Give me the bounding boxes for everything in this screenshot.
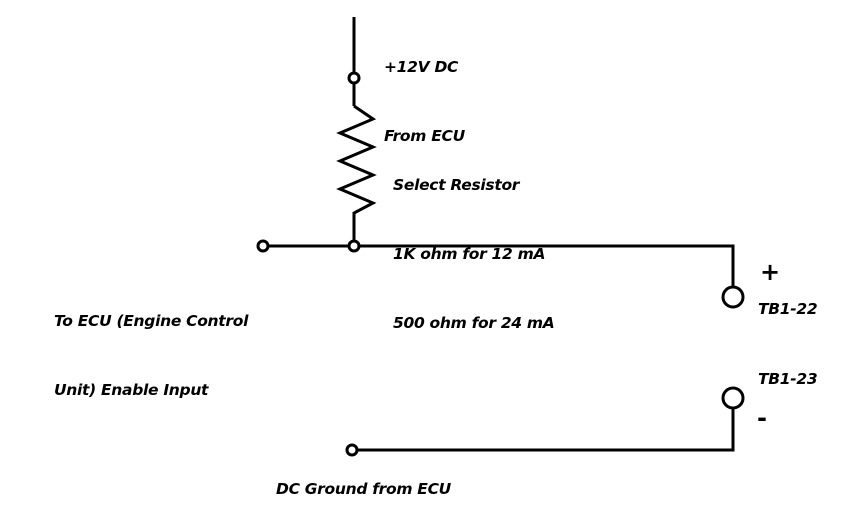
resistor-symbol xyxy=(336,104,377,241)
enable-input-label-line-1: To ECU (Engine Control xyxy=(54,312,249,330)
supply-label-line-2: From ECU xyxy=(384,127,465,145)
negative-sign: - xyxy=(757,404,767,432)
ground-label: DC Ground from ECU xyxy=(276,480,451,498)
resistor-label-line-1: Select Resistor xyxy=(393,176,520,194)
supply-node xyxy=(347,71,361,85)
terminal-tb1-22-label: TB1-22 xyxy=(758,300,818,318)
enable-input-node xyxy=(256,239,270,253)
positive-output-wire xyxy=(359,244,735,287)
resistor-label-line-2: 1K ohm for 12 mA xyxy=(393,245,546,263)
terminal-tb1-23 xyxy=(721,386,745,410)
enable-input-label: To ECU (Engine Control Unit) Enable Inpu… xyxy=(54,264,248,425)
junction-node xyxy=(347,239,361,253)
supply-label: +12V DC From ECU xyxy=(384,10,465,171)
positive-sign: + xyxy=(760,258,781,286)
supply-label-line-1: +12V DC xyxy=(384,58,459,76)
terminal-tb1-22 xyxy=(721,285,745,309)
enable-input-label-line-2: Unit) Enable Input xyxy=(54,381,209,399)
ground-wire xyxy=(357,408,735,452)
resistor-label: Select Resistor 1K ohm for 12 mA 500 ohm… xyxy=(393,128,555,358)
resistor-label-line-3: 500 ohm for 24 mA xyxy=(393,314,555,332)
ground-node xyxy=(345,443,359,457)
terminal-tb1-23-label: TB1-23 xyxy=(758,370,818,388)
